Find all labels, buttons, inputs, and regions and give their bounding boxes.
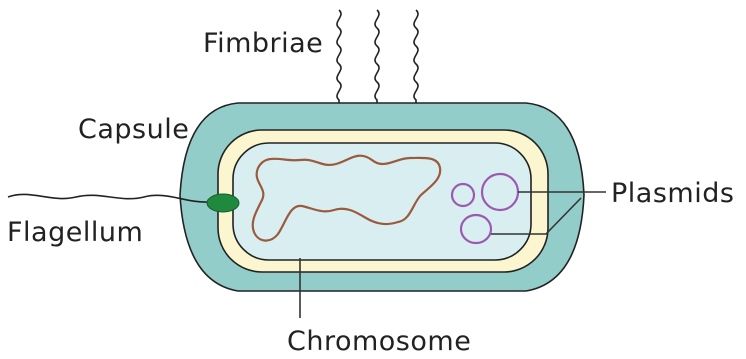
flagellum-base [207, 194, 239, 212]
label-chromosome: Chromosome [287, 326, 471, 357]
cytoplasm-region [233, 143, 531, 260]
label-capsule: Capsule [78, 114, 189, 145]
label-plasmids: Plasmids [611, 178, 734, 209]
label-fimbriae: Fimbriae [203, 28, 323, 59]
flagellum-strand [8, 194, 208, 202]
label-flagellum: Flagellum [7, 217, 143, 248]
